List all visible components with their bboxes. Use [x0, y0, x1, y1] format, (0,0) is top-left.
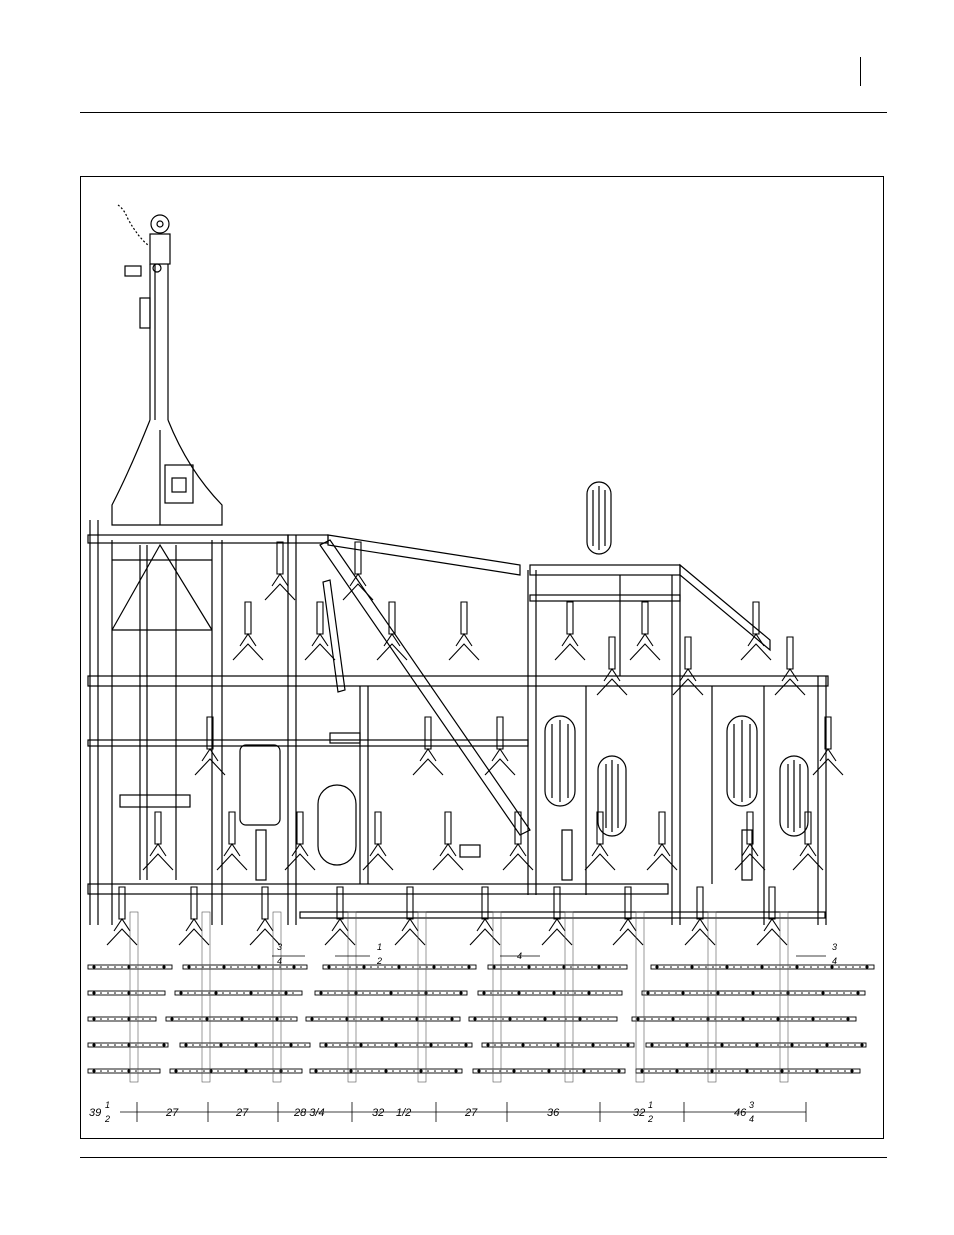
footer-rule: [80, 1157, 887, 1158]
sweep-shank: [233, 602, 263, 660]
sweep-shank: [555, 602, 585, 660]
sweep-shank: [395, 887, 425, 945]
sweep-shank: [377, 602, 407, 660]
dim-label-9-num: 1: [648, 1100, 653, 1110]
dim-label-9: 32: [633, 1107, 645, 1119]
spacing-bar: [310, 1069, 462, 1073]
spacing-bar: [166, 1017, 297, 1021]
dim-label-3: 27: [235, 1107, 249, 1119]
spacing-bar: [183, 965, 307, 969]
sweep-shank: [735, 812, 765, 870]
shank-post: [708, 912, 716, 1082]
shank-post: [636, 912, 644, 1082]
gauge-wheels: [240, 482, 808, 865]
spacing-bar: [642, 991, 865, 995]
spacing-bar: [323, 965, 476, 969]
header-tick-mark: [860, 57, 861, 86]
dim-label-4: 28 3/4: [293, 1107, 325, 1119]
sweep-shank: [325, 887, 355, 945]
dim-label-10: 46: [734, 1107, 747, 1119]
shank-post: [348, 912, 356, 1082]
dim-label-10-num: 3: [749, 1100, 754, 1110]
spacing-bar: [88, 1043, 168, 1047]
spacing-bar: [469, 1017, 617, 1021]
dim-label-1-den: 2: [104, 1114, 110, 1124]
shank-post: [780, 912, 788, 1082]
sweep-shank: [757, 887, 787, 945]
sweep-shank: [449, 602, 479, 660]
spacing-bar: [632, 1017, 856, 1021]
spacing-bar: [175, 991, 302, 995]
tongue-hitch: [112, 205, 222, 525]
spacing-bar: [88, 1017, 156, 1021]
sweep-shank: [585, 812, 615, 870]
spacing-bar: [651, 965, 874, 969]
offset-label-4-num: 3: [832, 942, 837, 952]
sweep-shank: [741, 602, 771, 660]
sweep-shank: [613, 887, 643, 945]
shank-post: [493, 912, 501, 1082]
shank-post: [202, 912, 210, 1082]
sweep-shank: [542, 887, 572, 945]
spacing-bar: [320, 1043, 472, 1047]
sweep-shank: [179, 887, 209, 945]
spacing-bar: [88, 1069, 160, 1073]
offset-label-1-num: 3: [277, 942, 282, 952]
dim-label-8: 36: [547, 1107, 560, 1119]
shank-post: [418, 912, 426, 1082]
spacing-bar: [306, 1017, 460, 1021]
dim-label-10-den: 4: [749, 1114, 754, 1124]
dim-label-1-num: 1: [105, 1100, 110, 1110]
dim-label-1: 39: [89, 1107, 101, 1119]
sweep-shank: [305, 602, 335, 660]
spacing-bar: [482, 1043, 634, 1047]
dim-label-6: 1/2: [396, 1107, 411, 1119]
dim-label-5: 32: [372, 1107, 384, 1119]
spacing-bar: [478, 991, 622, 995]
spacing-bar: [473, 1069, 625, 1073]
sweep-shank: [343, 542, 373, 600]
header-rule: [80, 112, 887, 113]
offset-label-1-den: 4: [277, 956, 282, 966]
sweep-shank: [433, 812, 463, 870]
dimension-lines: [120, 956, 826, 1122]
offset-dimension-labels: 3 4 1 2 4 3 4: [277, 942, 837, 966]
sweep-shank: [285, 812, 315, 870]
sweep-shank: [630, 602, 660, 660]
spacing-bar: [488, 965, 627, 969]
offset-label-2-den: 2: [376, 956, 382, 966]
offset-label-3: 4: [517, 951, 522, 961]
spacing-bar: [636, 1069, 860, 1073]
shank-spacing-bars: [88, 912, 874, 1082]
dim-label-2: 27: [165, 1107, 179, 1119]
sweep-shank: [470, 887, 500, 945]
shank-post: [565, 912, 573, 1082]
offset-label-4-den: 4: [832, 956, 837, 966]
sweep-shank: [685, 887, 715, 945]
spacing-bar: [88, 991, 165, 995]
spacing-bar: [170, 1069, 302, 1073]
spacing-bar: [180, 1043, 310, 1047]
offset-label-2-num: 1: [377, 942, 382, 952]
spacing-bar: [646, 1043, 866, 1047]
field-cultivator-frame-diagram: 39 1 2 27 27 28 3/4 32 1/2 27 36 32 1 2 …: [81, 177, 883, 1138]
sweep-shank: [265, 542, 295, 600]
shank-post: [273, 912, 281, 1082]
sweep-shank: [250, 887, 280, 945]
shank-post: [130, 912, 138, 1082]
spacing-bar: [315, 991, 467, 995]
dim-label-7: 27: [464, 1107, 478, 1119]
hydraulic-cylinders: [120, 733, 752, 880]
dim-label-9-den: 2: [647, 1114, 653, 1124]
